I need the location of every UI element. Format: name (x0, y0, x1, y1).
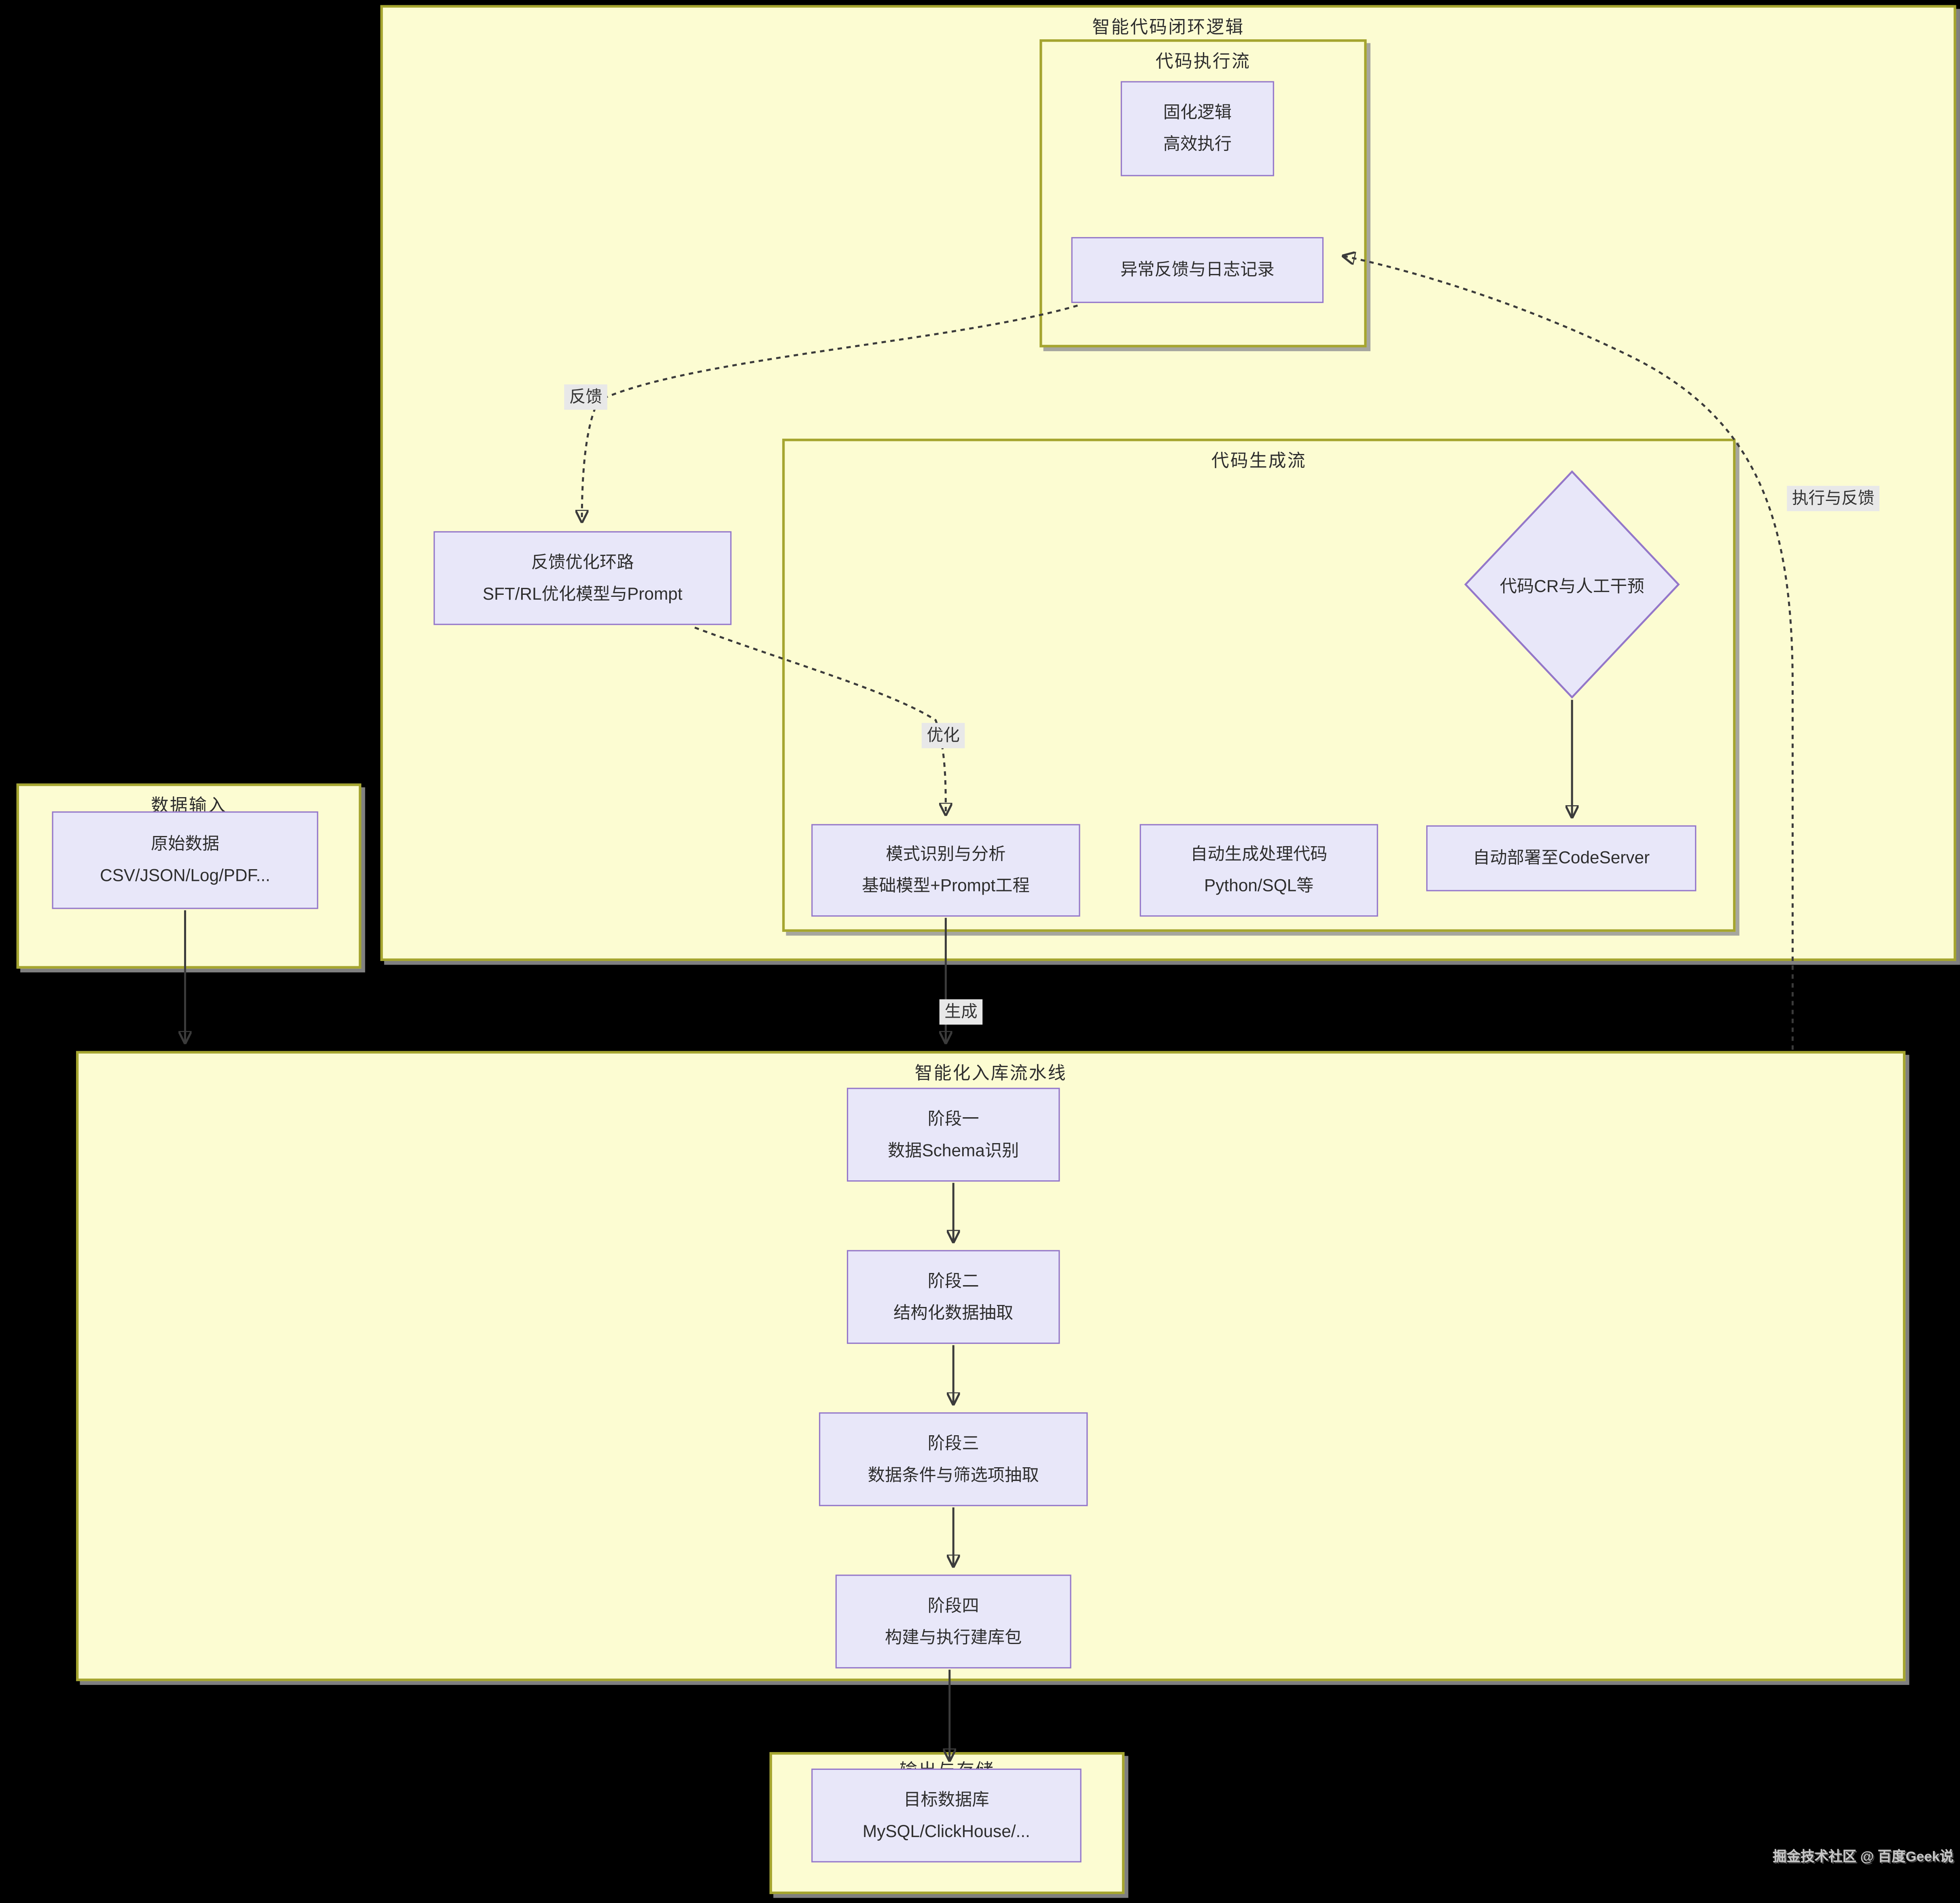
edge-exec-feedback (1344, 256, 1794, 1050)
node-stage2: 阶段二 结构化数据抽取 (846, 1250, 1060, 1344)
node-exception-log: 异常反馈与日志记录 (1071, 237, 1324, 303)
edge-label-generate: 生成 (939, 999, 983, 1024)
node-stage2-line1: 阶段二 (927, 1271, 979, 1291)
node-stage4-line1: 阶段四 (927, 1596, 979, 1615)
container-code-exec-title: 代码执行流 (1155, 51, 1251, 71)
node-stage2-line2: 结构化数据抽取 (893, 1303, 1014, 1322)
watermark-text: 掘金技术社区 @ 百度Geek说 (1772, 1850, 1954, 1865)
container-code-gen-title: 代码生成流 (1211, 450, 1307, 471)
node-solid-logic: 固化逻辑 高效执行 (1120, 81, 1274, 176)
node-stage3: 阶段三 数据条件与筛选项抽取 (819, 1412, 1088, 1506)
node-stage4: 阶段四 构建与执行建库包 (835, 1574, 1071, 1669)
node-stage3-line2: 数据条件与筛选项抽取 (868, 1465, 1039, 1484)
node-auto-code-line2: Python/SQL等 (1204, 876, 1314, 895)
node-target-db: 目标数据库 MySQL/ClickHouse/... (811, 1768, 1082, 1863)
edge-label-optimize: 优化 (921, 723, 965, 748)
node-pattern-recog: 模式识别与分析 基础模型+Prompt工程 (811, 824, 1080, 917)
node-feedback-loop: 反馈优化环路 SFT/RL优化模型与Prompt (433, 531, 732, 625)
node-pattern-recog-line1: 模式识别与分析 (886, 845, 1006, 864)
container-pipeline-title: 智能化入库流水线 (914, 1062, 1067, 1083)
node-stage3-line1: 阶段三 (927, 1434, 979, 1453)
node-auto-code-line1: 自动生成处理代码 (1190, 845, 1328, 864)
edge-optimize (694, 626, 946, 814)
node-raw-data-line2: CSV/JSON/Log/PDF... (100, 866, 270, 885)
node-stage4-line2: 构建与执行建库包 (885, 1627, 1022, 1646)
node-pattern-recog-line2: 基础模型+Prompt工程 (861, 876, 1030, 895)
edge-feedback (582, 304, 1078, 521)
node-stage1-line2: 数据Schema识别 (887, 1140, 1019, 1160)
node-deploy-line1: 自动部署至CodeServer (1472, 848, 1650, 868)
node-raw-data: 原始数据 CSV/JSON/Log/PDF... (52, 811, 318, 909)
node-feedback-loop-line1: 反馈优化环路 (531, 553, 634, 572)
edge-label-feedback: 反馈 (564, 384, 607, 409)
node-solid-logic-line2: 高效执行 (1163, 134, 1232, 154)
node-auto-code: 自动生成处理代码 Python/SQL等 (1139, 824, 1378, 917)
node-exception-log-line1: 异常反馈与日志记录 (1120, 260, 1275, 280)
container-code-loop-title: 智能代码闭环逻辑 (1092, 16, 1245, 37)
node-solid-logic-line1: 固化逻辑 (1163, 103, 1232, 123)
node-stage1: 阶段一 数据Schema识别 (846, 1088, 1060, 1182)
diamond-shape-icon (1464, 470, 1680, 699)
node-target-db-line1: 目标数据库 (904, 1790, 989, 1810)
node-raw-data-line1: 原始数据 (151, 835, 220, 854)
edge-label-exec-feedback: 执行与反馈 (1787, 486, 1879, 511)
node-deploy: 自动部署至CodeServer (1426, 825, 1697, 891)
node-code-cr-label: 代码CR与人工干预 (1500, 577, 1644, 596)
node-code-cr-diamond: 代码CR与人工干预 (1464, 470, 1680, 699)
node-stage1-line1: 阶段一 (927, 1109, 979, 1129)
node-feedback-loop-line2: SFT/RL优化模型与Prompt (482, 583, 683, 603)
node-target-db-line2: MySQL/ClickHouse/... (863, 1821, 1030, 1840)
